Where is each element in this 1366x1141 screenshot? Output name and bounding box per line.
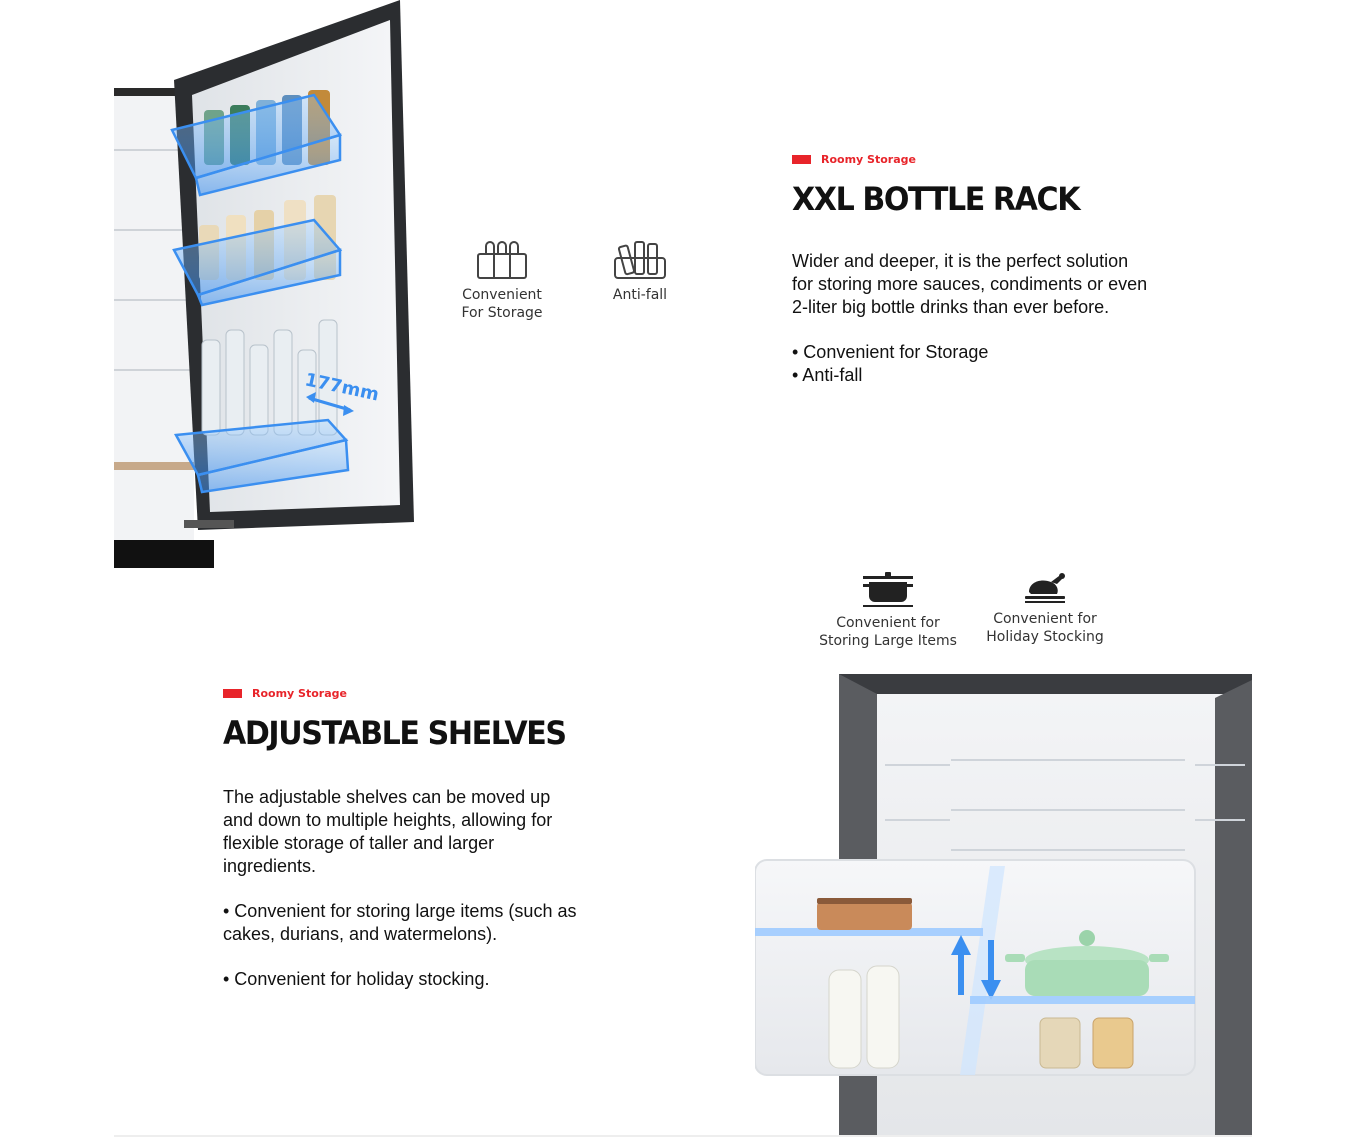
- section-tag: Roomy Storage: [223, 687, 347, 700]
- tag-label: Roomy Storage: [252, 687, 347, 700]
- feature-large-items: Convenient for Storing Large Items: [818, 572, 958, 650]
- section-description: The adjustable shelves can be moved up a…: [223, 786, 578, 991]
- feature-anti-fall: Anti-fall: [590, 240, 690, 304]
- bullet-item: • Convenient for holiday stocking.: [223, 969, 490, 989]
- fridge-door-image: 177mm: [114, 0, 414, 570]
- description-text: The adjustable shelves can be moved up a…: [223, 787, 553, 876]
- section-description: Wider and deeper, it is the perfect solu…: [792, 250, 1152, 387]
- fridge-shelves-image: [754, 670, 1252, 1136]
- bullet-item: • Anti-fall: [792, 365, 863, 385]
- roast-chicken-icon: [1025, 573, 1065, 603]
- section-title: ADJUSTABLE SHELVES: [223, 714, 567, 752]
- tag-swatch: [223, 689, 242, 698]
- bottle-anti-fall-icon: [614, 241, 666, 279]
- pot-icon: [863, 572, 913, 607]
- feature-label: Convenient for Storing Large Items: [819, 615, 957, 649]
- feature-holiday-stocking: Convenient for Holiday Stocking: [975, 572, 1115, 646]
- bullet-item: • Convenient for storing large items (su…: [223, 901, 577, 944]
- section-tag: Roomy Storage: [792, 153, 916, 166]
- tag-label: Roomy Storage: [821, 153, 916, 166]
- tag-swatch: [792, 155, 811, 164]
- description-text: Wider and deeper, it is the perfect solu…: [792, 251, 1148, 317]
- bullet-item: • Convenient for Storage: [792, 342, 989, 362]
- feature-convenient-storage: Convenient For Storage: [452, 240, 552, 322]
- section-title: XXL BOTTLE RACK: [792, 180, 1081, 218]
- feature-label: Convenient For Storage: [461, 287, 543, 321]
- bottle-crate-icon: [477, 241, 527, 279]
- bottom-divider: [114, 1135, 1252, 1137]
- feature-label: Convenient for Holiday Stocking: [986, 611, 1104, 645]
- feature-label: Anti-fall: [612, 287, 668, 303]
